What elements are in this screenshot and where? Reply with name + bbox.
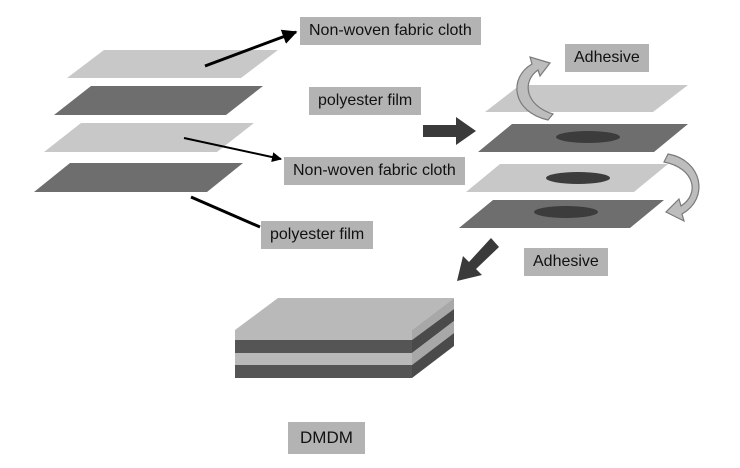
right-sheet-1	[485, 85, 688, 112]
adhesive-spot-1	[556, 131, 620, 143]
leader-line-nonwoven-top	[204, 29, 298, 68]
laminate-top-face	[235, 298, 454, 330]
polyester-sheet-top	[54, 86, 263, 115]
leader-line-polyester-bottom	[190, 195, 261, 229]
label-polyester-bottom: polyester film	[261, 221, 374, 249]
curved-arrow-right-icon	[663, 153, 700, 223]
adhesive-spot-2	[546, 172, 610, 184]
laminate-layer-2	[235, 340, 412, 353]
label-result-dmdm: DMDM	[288, 422, 365, 454]
label-nonwoven-top: Non-woven fabric cloth	[300, 17, 481, 45]
dmdm-laminate-block	[235, 298, 454, 378]
nonwoven-sheet-top	[67, 50, 278, 78]
adhesive-spot-3	[534, 206, 598, 218]
leader-line-nonwoven-mid	[183, 137, 282, 162]
laminate-layer-3	[235, 353, 412, 365]
laminate-side-2	[412, 309, 454, 353]
right-adhesive-stack	[459, 85, 688, 228]
polyester-sheet-lower	[34, 163, 243, 192]
process-arrow-right	[423, 117, 476, 145]
laminate-layer-4	[235, 365, 412, 378]
process-arrow-down-left	[457, 238, 499, 281]
laminate-layer-1	[235, 330, 412, 340]
curved-arrow-top-icon	[516, 56, 555, 121]
laminate-side-4	[412, 333, 454, 378]
leader-lines	[183, 29, 298, 229]
laminate-side-1	[412, 298, 454, 340]
label-polyester-top: polyester film	[309, 87, 422, 115]
nonwoven-sheet-lower	[44, 123, 254, 152]
label-adhesive-top: Adhesive	[565, 44, 649, 72]
label-adhesive-bottom: Adhesive	[524, 248, 608, 276]
label-nonwoven-mid: Non-woven fabric cloth	[284, 157, 465, 185]
laminate-side-3	[412, 321, 454, 365]
left-exploded-stack	[34, 50, 278, 192]
